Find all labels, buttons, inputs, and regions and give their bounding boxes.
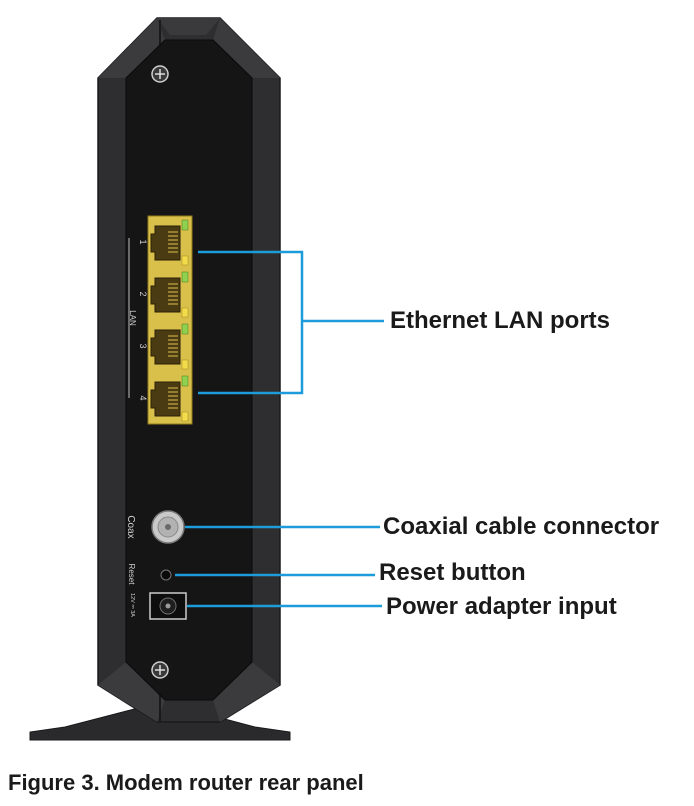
reset-callout-label: Reset button <box>379 559 526 586</box>
port-led-yellow <box>181 359 189 370</box>
top-facet <box>157 18 220 35</box>
ethernet-port <box>150 329 181 365</box>
port-led-green <box>181 323 189 335</box>
ethernet-callout-label: Ethernet LAN ports <box>390 307 611 334</box>
port-led-yellow <box>181 307 189 318</box>
power-callout-label: Power adapter input <box>386 593 617 620</box>
port-number-label: 2 <box>138 291 148 296</box>
top-screw-icon <box>151 65 169 83</box>
reset-label: Reset <box>127 564 136 586</box>
bottom-left-bevel <box>98 662 165 722</box>
ethernet-port <box>150 225 181 261</box>
ethernet-port-group <box>150 219 189 422</box>
lan-label: LAN <box>128 310 137 326</box>
port-number-label: 4 <box>138 395 148 400</box>
port-number-label: 3 <box>138 343 148 348</box>
top-right-bevel <box>213 18 280 78</box>
port-number-group: 1 2 3 4 <box>138 239 148 400</box>
ethernet-port <box>150 277 181 313</box>
top-left-bevel <box>98 18 165 78</box>
bottom-screw-icon <box>151 661 169 679</box>
ethernet-callout-line <box>198 250 384 395</box>
power-input <box>149 592 187 620</box>
port-led-green <box>181 375 189 387</box>
port-led-green <box>181 271 189 283</box>
bottom-right-bevel <box>213 662 280 722</box>
reset-button <box>160 569 172 581</box>
port-number-label: 1 <box>138 239 148 244</box>
port-led-yellow <box>181 255 189 266</box>
power-rating-label: 12V ⎓ 3A <box>129 593 135 617</box>
coax-label: Coax <box>125 515 136 538</box>
coax-callout-label: Coaxial cable connector <box>383 513 660 540</box>
port-led-green <box>181 219 189 231</box>
port-led-yellow <box>181 411 189 422</box>
figure-caption: Figure 3. Modem router rear panel <box>8 770 364 795</box>
coax-connector <box>151 510 185 544</box>
ethernet-port <box>150 381 181 417</box>
